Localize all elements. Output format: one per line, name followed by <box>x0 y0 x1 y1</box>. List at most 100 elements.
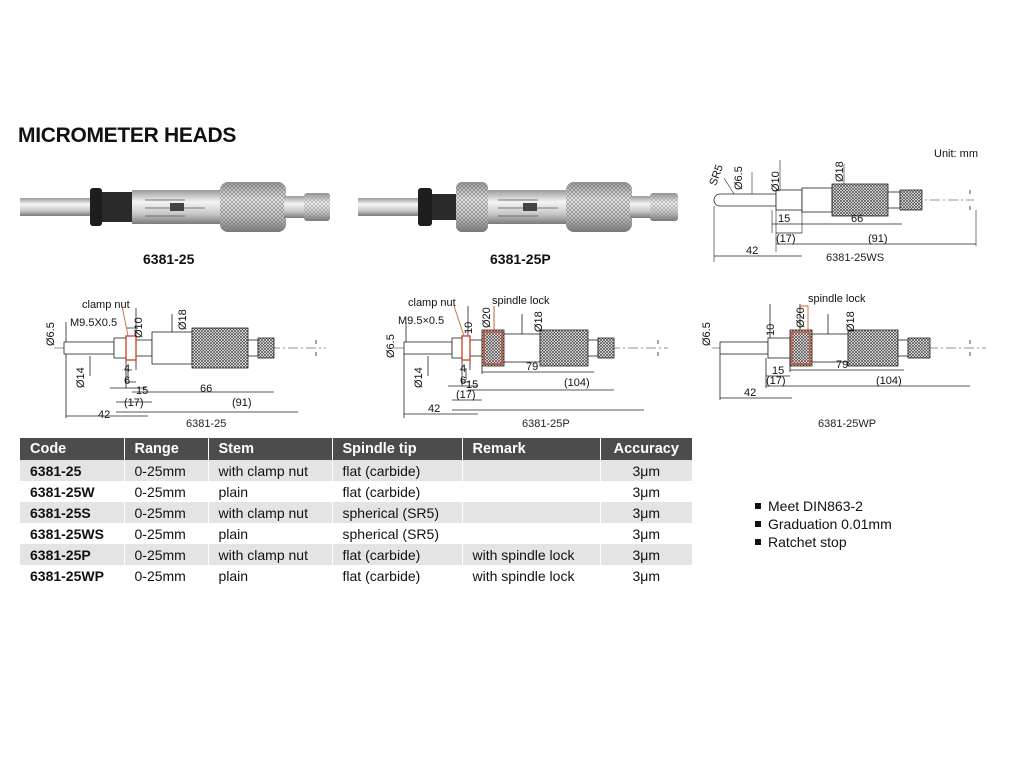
cell-code: 6381-25 <box>20 460 124 481</box>
cell-accuracy: 3μm <box>599 460 692 481</box>
label-d18: Ø18 <box>177 309 189 330</box>
table-row: 6381-25WP 0-25mm plain flat (carbide) wi… <box>20 565 692 586</box>
cell-accuracy: 3μm <box>599 523 692 544</box>
cell-spindle-tip: flat (carbide) <box>331 565 462 586</box>
label-d6-5: Ø6.5 <box>45 322 57 346</box>
col-header-spindle-tip: Spindle tip <box>331 438 462 460</box>
label-clamp-nut: clamp nut <box>408 297 456 309</box>
drawing-caption-ws: 6381-25WS <box>826 252 885 264</box>
cell-spindle-tip: spherical (SR5) <box>331 502 462 523</box>
label-d10: Ø10 <box>770 171 782 192</box>
drawing-6381-25p: clamp nut spindle lock M9.5×0.5 Ø6.5 10 … <box>385 295 668 418</box>
cell-range: 0-25mm <box>123 481 208 502</box>
drawing-6381-25: clamp nut M9.5X0.5 Ø6.5 Ø10 Ø18 Ø14 4 6 … <box>45 299 326 418</box>
cell-range: 0-25mm <box>123 502 208 523</box>
cell-spindle-tip: flat (carbide) <box>331 544 462 565</box>
label-clamp-nut: clamp nut <box>82 299 130 311</box>
label-42: 42 <box>746 245 758 257</box>
label-42: 42 <box>98 409 110 418</box>
cell-range: 0-25mm <box>123 460 208 481</box>
label-d14: Ø14 <box>413 367 425 388</box>
label-17: (17) <box>776 233 796 245</box>
label-15: 15 <box>136 385 148 397</box>
label-thread: M9.5X0.5 <box>70 317 117 329</box>
label-d20: Ø20 <box>481 307 493 328</box>
label-4: 4 <box>124 363 130 375</box>
table-header-row: Code Range Stem Spindle tip Remark Accur… <box>20 438 692 460</box>
cell-code: 6381-25W <box>20 481 124 502</box>
cell-spindle-tip: flat (carbide) <box>331 481 462 502</box>
label-42: 42 <box>428 403 440 415</box>
col-header-range: Range <box>123 438 208 460</box>
label-d6-5: Ø6.5 <box>701 322 713 346</box>
label-6: 6 <box>124 375 130 387</box>
cell-accuracy: 3μm <box>599 544 692 565</box>
cell-remark <box>461 502 600 523</box>
drawing-caption-25: 6381-25 <box>186 418 227 430</box>
label-d18: Ø18 <box>834 161 846 182</box>
cell-range: 0-25mm <box>123 565 208 586</box>
label-15: 15 <box>466 379 478 391</box>
drawing-caption-25wp: 6381-25WP <box>818 418 877 430</box>
cell-stem: with clamp nut <box>207 460 332 481</box>
label-spindle-lock: spindle lock <box>492 295 550 307</box>
cell-code: 6381-25WS <box>20 523 124 544</box>
table-row: 6381-25P 0-25mm with clamp nut flat (car… <box>20 544 692 565</box>
label-79: 79 <box>836 359 848 371</box>
list-item: Meet DIN863-2 <box>752 497 892 515</box>
label-d18: Ø18 <box>533 311 545 332</box>
label-d6-5: Ø6.5 <box>385 334 397 358</box>
photo-caption-1: 6381-25 <box>143 251 195 267</box>
photo-caption-2: 6381-25P <box>490 251 551 267</box>
label-4: 4 <box>460 363 466 375</box>
unit-label: Unit: mm <box>934 148 978 160</box>
cell-code: 6381-25WP <box>20 565 124 586</box>
label-104: (104) <box>564 377 590 389</box>
label-spindle-lock: spindle lock <box>808 293 866 305</box>
label-15: 15 <box>778 213 790 225</box>
cell-stem: with clamp nut <box>207 502 332 523</box>
col-header-accuracy: Accuracy <box>599 438 692 460</box>
label-d10: 10 <box>463 322 475 334</box>
label-104: (104) <box>876 375 902 387</box>
label-17: (17) <box>124 397 144 409</box>
label-42: 42 <box>744 387 756 399</box>
cell-stem: plain <box>207 481 332 502</box>
label-d10: 10 <box>765 324 777 336</box>
cell-remark <box>461 523 600 544</box>
cell-accuracy: 3μm <box>599 481 692 502</box>
cell-spindle-tip: flat (carbide) <box>331 460 462 481</box>
label-sr5: SR5 <box>707 163 726 187</box>
label-91: (91) <box>868 233 888 245</box>
label-66: 66 <box>200 383 212 395</box>
label-d6-5: Ø6.5 <box>733 166 745 190</box>
cell-range: 0-25mm <box>123 544 208 565</box>
cell-accuracy: 3μm <box>599 502 692 523</box>
cell-spindle-tip: spherical (SR5) <box>331 523 462 544</box>
label-66: 66 <box>851 213 863 225</box>
cell-code: 6381-25P <box>20 544 124 565</box>
cell-remark <box>461 460 600 481</box>
cell-stem: plain <box>207 565 332 586</box>
cell-range: 0-25mm <box>123 523 208 544</box>
cell-accuracy: 3μm <box>599 565 692 586</box>
label-d10: Ø10 <box>133 317 145 338</box>
label-15: 15 <box>772 365 784 377</box>
label-d18: Ø18 <box>845 311 857 332</box>
label-17: (17) <box>456 389 476 401</box>
list-item: Ratchet stop <box>752 533 892 551</box>
label-thread: M9.5×0.5 <box>398 315 444 327</box>
label-17: (17) <box>766 375 786 387</box>
table-row: 6381-25WS 0-25mm plain spherical (SR5) 3… <box>20 523 692 544</box>
micrometer-photo-6381-25 <box>20 182 330 232</box>
col-header-remark: Remark <box>461 438 600 460</box>
label-79: 79 <box>526 361 538 373</box>
label-d14: Ø14 <box>75 367 87 388</box>
table-row: 6381-25 0-25mm with clamp nut flat (carb… <box>20 460 692 481</box>
list-item: Graduation 0.01mm <box>752 515 892 533</box>
col-header-code: Code <box>20 438 124 460</box>
col-header-stem: Stem <box>207 438 332 460</box>
label-6: 6 <box>460 375 466 387</box>
cell-remark: with spindle lock <box>461 544 600 565</box>
cell-stem: plain <box>207 523 332 544</box>
